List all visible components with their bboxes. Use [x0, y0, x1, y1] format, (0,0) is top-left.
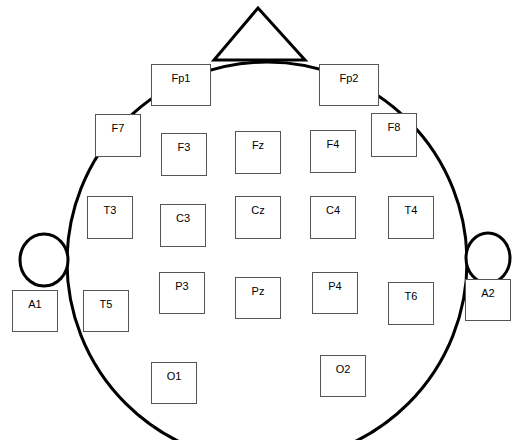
- electrode-box: Fp1: [151, 64, 211, 106]
- electrode-label: T4: [405, 204, 418, 217]
- electrode-box: Cz: [235, 196, 281, 239]
- electrode-box: Pz: [235, 277, 281, 319]
- electrode-box: C4: [310, 196, 356, 239]
- electrode-label: F7: [112, 122, 125, 135]
- electrode-label: Fp2: [340, 72, 359, 85]
- electrode-label: T6: [405, 290, 418, 303]
- electrode-box: T5: [83, 290, 129, 332]
- electrode-label: T5: [100, 298, 113, 311]
- electrode-box: A1: [12, 290, 58, 332]
- nose-triangle: [214, 8, 305, 60]
- electrode-box: F3: [161, 133, 207, 176]
- electrode-label: Fz: [252, 139, 264, 152]
- electrode-box: F4: [310, 130, 356, 173]
- electrode-box: Fz: [235, 131, 281, 174]
- electrode-label: A2: [481, 287, 494, 300]
- electrode-label: O1: [167, 370, 182, 383]
- electrode-label: C3: [176, 212, 190, 225]
- electrode-box: Fp2: [319, 64, 379, 106]
- electrode-label: T3: [104, 204, 117, 217]
- electrode-label: Cz: [251, 204, 264, 217]
- electrode-box: T3: [87, 196, 133, 239]
- electrode-label: F8: [388, 121, 401, 134]
- right-ear: [466, 233, 510, 283]
- electrode-label: O2: [336, 363, 351, 376]
- electrode-box: A2: [465, 279, 511, 321]
- electrode-label: C4: [326, 204, 340, 217]
- electrode-box: F7: [95, 114, 141, 157]
- electrode-box: F8: [371, 113, 417, 157]
- electrode-box: O2: [320, 355, 366, 397]
- electrode-box: T4: [388, 196, 434, 239]
- electrode-label: Fp1: [172, 72, 191, 85]
- electrode-box: P3: [159, 272, 205, 314]
- electrode-label: P4: [328, 280, 341, 293]
- electrode-label: F3: [178, 141, 191, 154]
- electrode-box: C3: [160, 204, 206, 247]
- head-circle: [67, 62, 467, 440]
- electrode-box: P4: [312, 272, 358, 314]
- left-ear: [20, 234, 68, 286]
- electrode-label: Pz: [252, 285, 265, 298]
- electrode-box: T6: [388, 282, 434, 325]
- electrode-box: O1: [151, 362, 197, 404]
- electrode-label: A1: [28, 298, 41, 311]
- electrode-label: P3: [175, 280, 188, 293]
- electrode-label: F4: [327, 138, 340, 151]
